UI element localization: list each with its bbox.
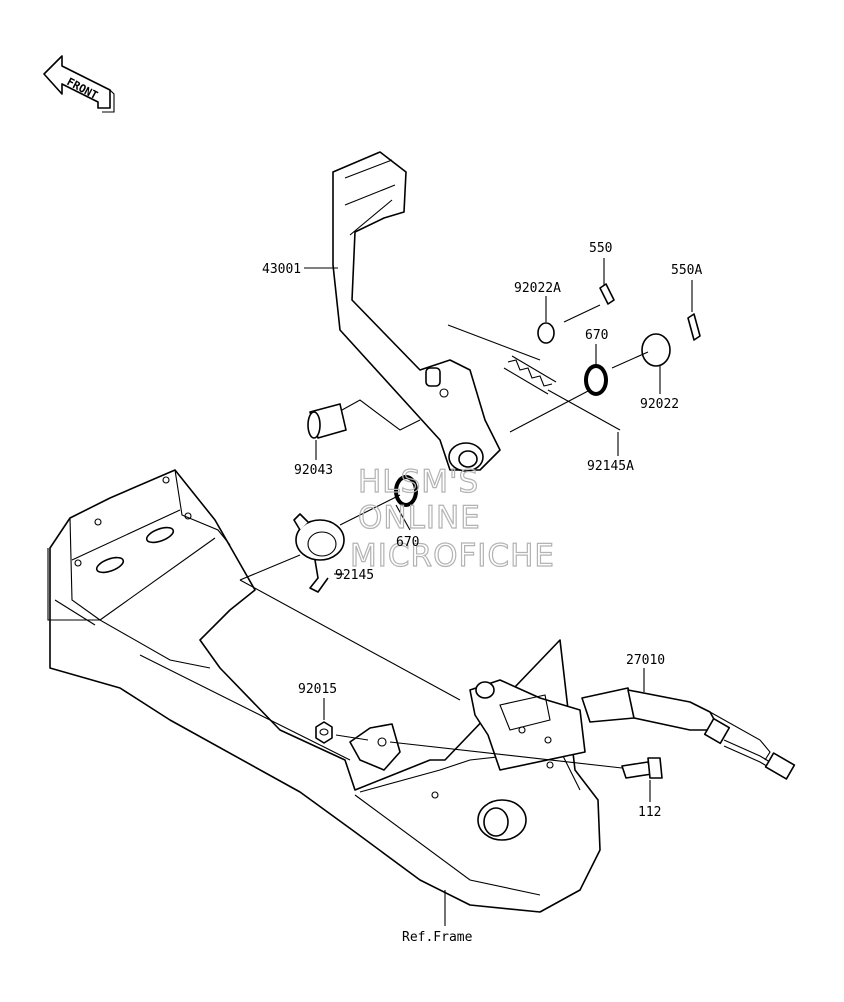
part-label-43001: 43001 [262,262,301,277]
front-arrow-icon: FRONT [43,55,115,113]
small-parts-drawing [394,283,701,507]
part-label-112: 112 [638,805,661,820]
torsion-spring-drawing [293,513,345,593]
part-label-92145: 92145 [335,568,374,583]
part-label-ref-frame: Ref.Frame [402,930,473,945]
return-spring-drawing [447,324,621,431]
cotter-pin-550A [687,313,701,341]
part-label-92022A: 92022A [514,281,561,296]
part-label-92022: 92022 [640,397,679,412]
part-label-670b: 670 [396,535,419,550]
pivot-pin-drawing [307,403,347,439]
part-label-92015: 92015 [298,682,337,697]
washer-92022A [537,322,555,344]
o-ring-670a [584,364,608,396]
part-label-92043: 92043 [294,463,333,478]
o-ring-670b [394,475,418,507]
fasteners-drawing [315,721,663,779]
part-label-92145A: 92145A [587,459,634,474]
watermark-line-3: MICROFICHE [350,538,555,574]
washer-92022 [641,333,671,367]
watermark: HLSM'S ONLINE MICROFICHE [349,463,555,574]
part-label-27010: 27010 [626,653,665,668]
part-label-550A: 550A [671,263,702,278]
part-labels: 43001 550 550A 92022A 670 92022 92043 92… [262,241,702,945]
watermark-line-1: HLSM'S [358,464,479,500]
switch-bracket [469,679,586,771]
leader-lines [239,258,693,926]
brake-pedal-drawing [332,151,501,472]
watermark-line-2: ONLINE [358,500,481,536]
part-label-550: 550 [589,241,612,256]
frame-drawing [47,469,601,913]
part-label-670a: 670 [585,328,608,343]
brake-switch-drawing [581,687,796,780]
cotter-pin-550 [599,283,615,305]
